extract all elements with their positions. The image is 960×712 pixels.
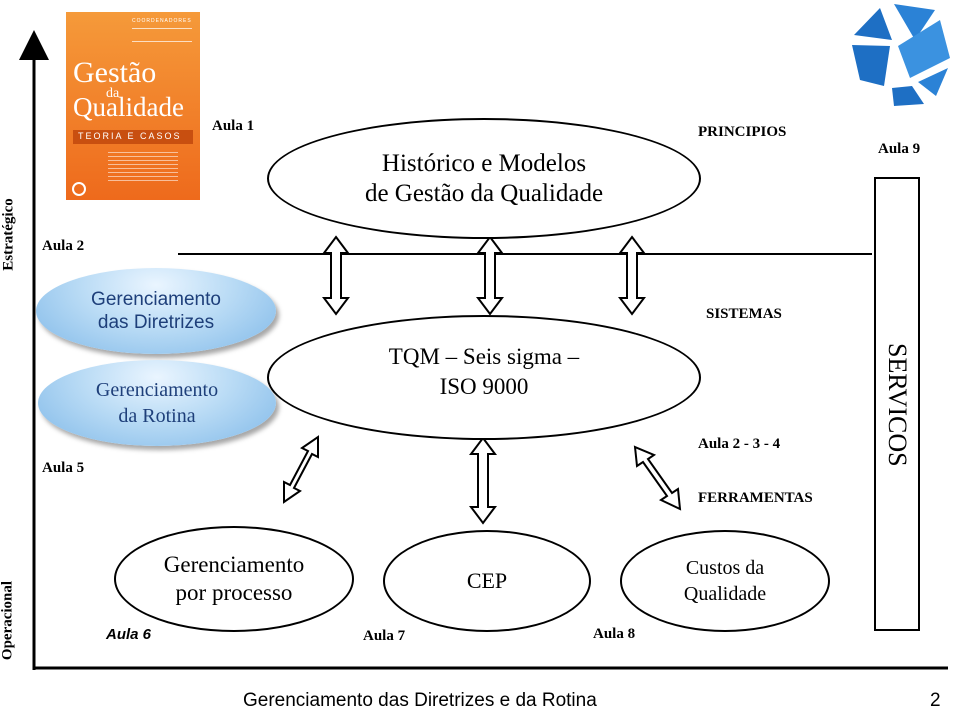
book-contributors: [108, 152, 178, 182]
servicos-label: SERVICOS: [883, 343, 912, 467]
label-aula9: Aula 9: [878, 141, 921, 157]
book-header-text: COORDENADORES: [132, 18, 192, 24]
double-arrow-4: [283, 435, 319, 504]
processo-line2: por processo: [175, 580, 293, 605]
publisher-logo-icon: [72, 182, 86, 196]
book-title-line1: Gestão: [73, 56, 157, 89]
label-aula234: Aula 2 - 3 - 4: [698, 436, 781, 452]
label-aula1: Aula 1: [212, 118, 255, 134]
ellipse-processo: Gerenciamento por processo: [114, 526, 354, 632]
ellipse-diretrizes: Gerenciamento das Diretrizes: [36, 268, 276, 354]
axis-label-operacional: Operacional: [0, 580, 16, 661]
book-cover: COORDENADORES Gestão da Qualidade TEORIA…: [66, 12, 200, 200]
ellipse-historico: Histórico e Modelos de Gestão da Qualida…: [267, 118, 701, 239]
diretrizes-line1: Gerenciamento: [91, 289, 221, 310]
book-subtitle: TEORIA E CASOS: [78, 131, 182, 141]
institution-logo-icon: [852, 4, 950, 106]
diretrizes-line2: das Diretrizes: [97, 312, 215, 333]
book-authors-lines: [132, 28, 192, 42]
tqm-line1: TQM – Seis sigma –: [388, 343, 580, 369]
label-principios: PRINCIPIOS: [698, 124, 787, 140]
historico-line2: de Gestão da Qualidade: [364, 179, 604, 207]
label-aula8: Aula 8: [593, 626, 636, 642]
tqm-line2: ISO 9000: [439, 373, 529, 399]
ellipse-custos: Custos da Qualidade: [620, 530, 830, 632]
label-aula7: Aula 7: [363, 628, 406, 644]
rotina-line2: da Rotina: [118, 405, 196, 427]
label-aula2: Aula 2: [42, 238, 85, 254]
label-sistemas: SISTEMAS: [706, 306, 782, 322]
custos-line2: Qualidade: [683, 583, 767, 605]
processo-line1: Gerenciamento: [163, 552, 305, 577]
book-title-line3: Qualidade: [73, 92, 184, 122]
double-arrow-5: [469, 436, 497, 525]
label-aula6: Aula 6: [106, 626, 152, 643]
book-title-line2: da: [106, 86, 120, 101]
book-subtitle-bar: [73, 130, 193, 144]
cep-text: CEP: [466, 568, 508, 593]
label-aula5: Aula 5: [42, 460, 85, 476]
ellipse-rotina: Gerenciamento da Rotina: [38, 360, 276, 446]
footer-page-number: 2: [930, 690, 941, 711]
ellipse-tqm: TQM – Seis sigma – ISO 9000: [267, 315, 701, 440]
double-arrow-3: [618, 235, 646, 316]
rotina-line1: Gerenciamento: [95, 379, 219, 401]
double-arrow-6: [633, 445, 682, 511]
ellipse-cep: CEP: [383, 530, 591, 632]
double-arrow-2: [476, 235, 504, 316]
historico-line1: Histórico e Modelos: [381, 149, 587, 177]
servicos-box: [874, 177, 920, 631]
double-arrow-1: [322, 235, 350, 316]
custos-line1: Custos da: [685, 557, 765, 579]
footer-title: Gerenciamento das Diretrizes e da Rotina: [243, 690, 597, 711]
axis-label-estrategico: Estratégico: [0, 198, 17, 271]
label-ferramentas: FERRAMENTAS: [698, 490, 813, 506]
